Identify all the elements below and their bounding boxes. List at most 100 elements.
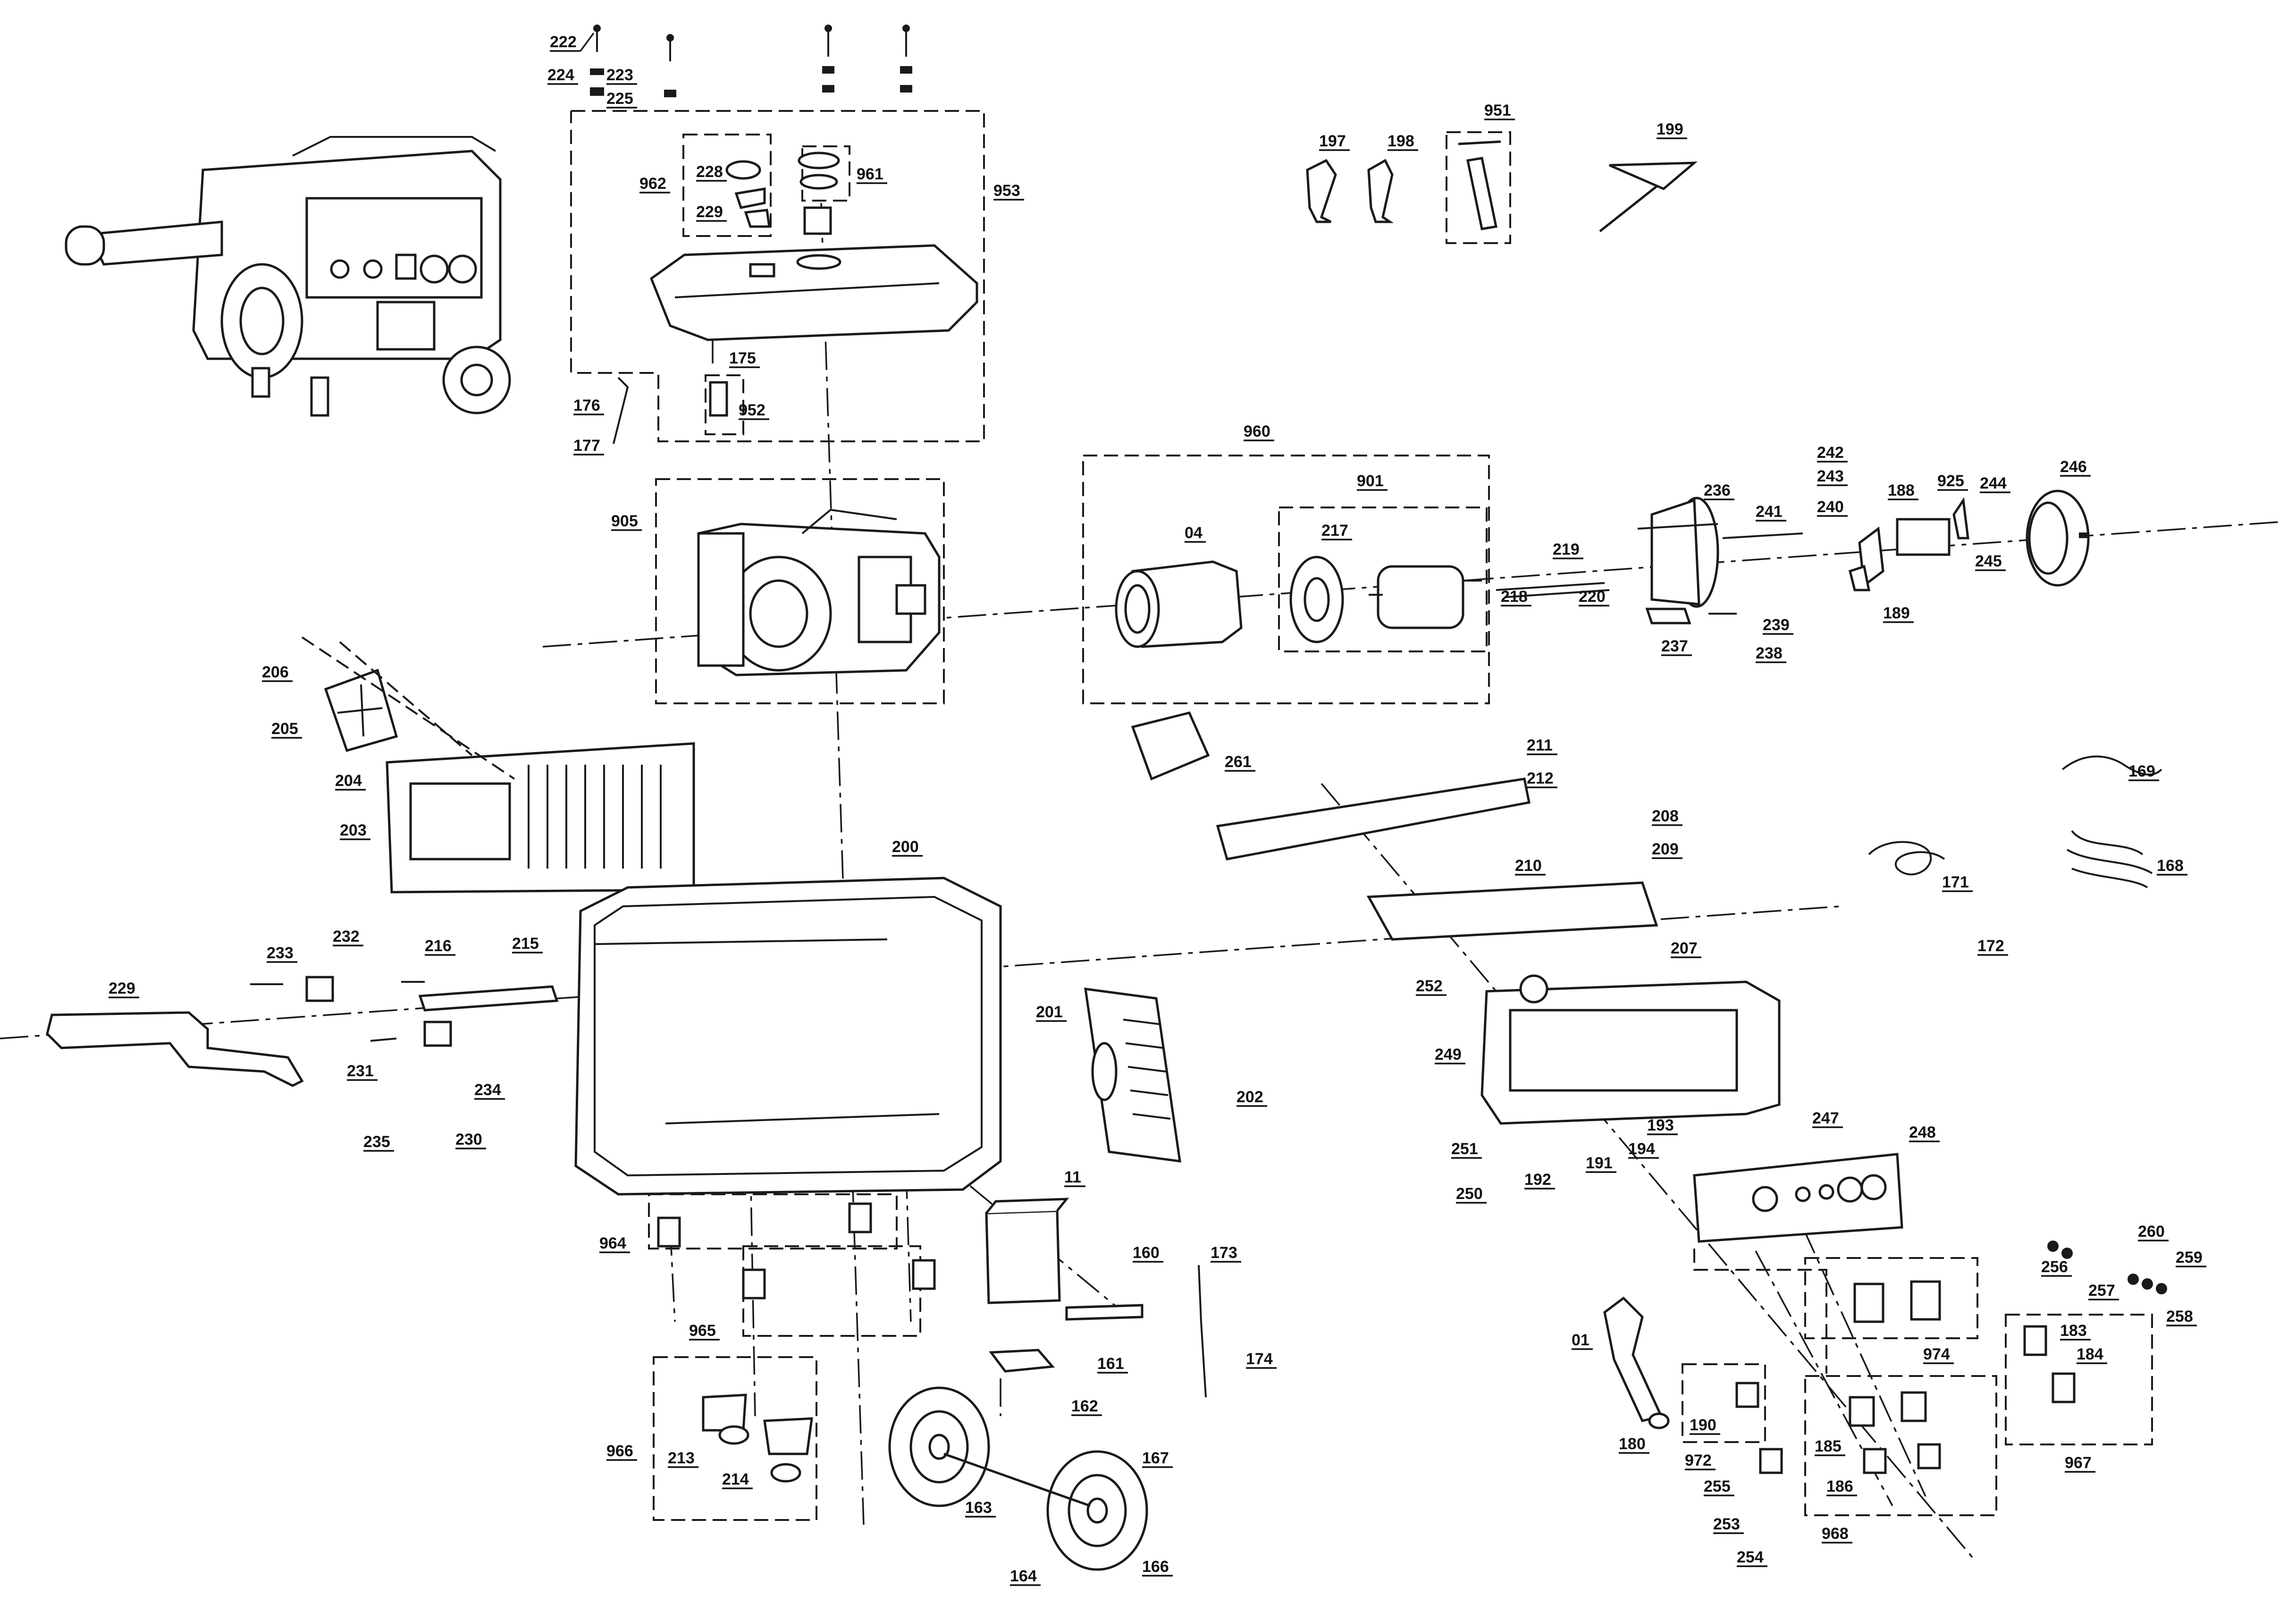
label-974: 974	[1923, 1345, 1954, 1364]
label-193: 193	[1647, 1116, 1678, 1135]
label-255: 255	[1704, 1477, 1734, 1496]
svg-text:224: 224	[547, 66, 574, 84]
svg-text:160: 160	[1133, 1244, 1160, 1262]
svg-text:246: 246	[2060, 458, 2087, 476]
label-261: 261	[1225, 753, 1255, 772]
label-162: 162	[1071, 1397, 1102, 1416]
label-04: 04	[1185, 524, 1206, 543]
svg-text:245: 245	[1975, 552, 2002, 570]
grommet-stack	[2047, 1241, 2167, 1294]
label-219: 219	[1553, 540, 1583, 559]
label-249: 249	[1435, 1046, 1465, 1064]
label-225: 225	[606, 90, 637, 109]
label-169: 169	[2128, 762, 2159, 781]
svg-text:229: 229	[696, 203, 723, 221]
svg-text:210: 210	[1515, 857, 1542, 875]
group-frames	[570, 110, 2153, 1521]
ignition-parts	[1603, 1296, 1670, 1429]
svg-text:180: 180	[1619, 1435, 1646, 1453]
label-252: 252	[1416, 977, 1447, 996]
alternator	[1115, 556, 1482, 648]
label-184: 184	[2077, 1345, 2107, 1364]
control-box	[1480, 974, 1903, 1243]
svg-text:964: 964	[599, 1234, 626, 1252]
svg-text:965: 965	[689, 1322, 716, 1340]
covers	[1131, 711, 1658, 941]
svg-text:225: 225	[606, 90, 633, 108]
svg-text:215: 215	[512, 935, 539, 953]
svg-text:254: 254	[1737, 1548, 1764, 1566]
label-198: 198	[1388, 132, 1418, 151]
label-965: 965	[689, 1322, 720, 1341]
label-960: 960	[1244, 422, 1274, 441]
label-173: 173	[1211, 1244, 1241, 1263]
label-229b: 229	[109, 979, 139, 998]
label-205: 205	[271, 720, 302, 739]
label-256: 256	[2041, 1258, 2072, 1277]
handle-assembly	[46, 976, 559, 1087]
label-215: 215	[512, 935, 543, 954]
svg-text:238: 238	[1756, 644, 1783, 662]
label-166: 166	[1142, 1558, 1173, 1577]
label-961: 961	[857, 165, 887, 184]
svg-text:237: 237	[1661, 637, 1688, 655]
svg-text:242: 242	[1817, 444, 1844, 462]
svg-text:974: 974	[1923, 1345, 1950, 1363]
svg-text:249: 249	[1435, 1046, 1462, 1064]
label-201: 201	[1036, 1003, 1067, 1022]
label-177: 177	[573, 437, 604, 456]
svg-text:161: 161	[1097, 1355, 1124, 1373]
svg-text:192: 192	[1524, 1171, 1551, 1189]
label-186: 186	[1826, 1477, 1857, 1496]
svg-text:172: 172	[1977, 937, 2004, 955]
svg-text:972: 972	[1685, 1452, 1712, 1469]
svg-text:247: 247	[1812, 1109, 1839, 1127]
label-204: 204	[335, 772, 366, 791]
label-218: 218	[1501, 588, 1531, 607]
label-967: 967	[2065, 1454, 2095, 1473]
label-231: 231	[347, 1062, 378, 1081]
svg-text:162: 162	[1071, 1397, 1098, 1415]
label-217: 217	[1321, 522, 1352, 540]
svg-text:253: 253	[1713, 1515, 1740, 1533]
svg-text:214: 214	[722, 1470, 749, 1488]
label-223: 223	[606, 66, 637, 85]
svg-text:189: 189	[1883, 604, 1910, 622]
svg-text:166: 166	[1142, 1558, 1169, 1576]
svg-text:193: 193	[1647, 1116, 1674, 1134]
svg-text:169: 169	[2128, 762, 2155, 780]
label-188: 188	[1888, 481, 1918, 500]
fuel-tank-assembly	[613, 152, 978, 444]
label-194: 194	[1628, 1140, 1659, 1159]
svg-text:236: 236	[1704, 481, 1731, 499]
label-240: 240	[1817, 498, 1848, 517]
label-229a: 229	[696, 203, 727, 222]
svg-text:164: 164	[1010, 1567, 1037, 1585]
svg-text:220: 220	[1579, 588, 1606, 606]
svg-text:04: 04	[1185, 524, 1203, 542]
label-246: 246	[2060, 458, 2091, 477]
label-238: 238	[1756, 644, 1786, 663]
svg-text:202: 202	[1236, 1088, 1263, 1106]
label-259: 259	[2176, 1249, 2206, 1267]
svg-text:208: 208	[1652, 807, 1679, 825]
svg-text:223: 223	[606, 66, 633, 84]
svg-text:199: 199	[1657, 120, 1683, 138]
label-972: 972	[1685, 1452, 1716, 1470]
label-209: 209	[1652, 840, 1682, 859]
svg-text:184: 184	[2077, 1345, 2103, 1363]
svg-text:243: 243	[1817, 467, 1844, 485]
label-905: 905	[611, 512, 642, 531]
svg-text:232: 232	[333, 928, 360, 946]
svg-text:234: 234	[474, 1081, 501, 1099]
label-192: 192	[1524, 1171, 1555, 1190]
label-247: 247	[1812, 1109, 1843, 1128]
label-951: 951	[1484, 101, 1515, 120]
label-203: 203	[340, 821, 370, 840]
svg-text:218: 218	[1501, 588, 1528, 606]
svg-text:209: 209	[1652, 840, 1679, 858]
label-206: 206	[262, 663, 293, 682]
label-260: 260	[2138, 1223, 2169, 1241]
svg-text:168: 168	[2157, 857, 2184, 875]
svg-text:252: 252	[1416, 977, 1443, 995]
